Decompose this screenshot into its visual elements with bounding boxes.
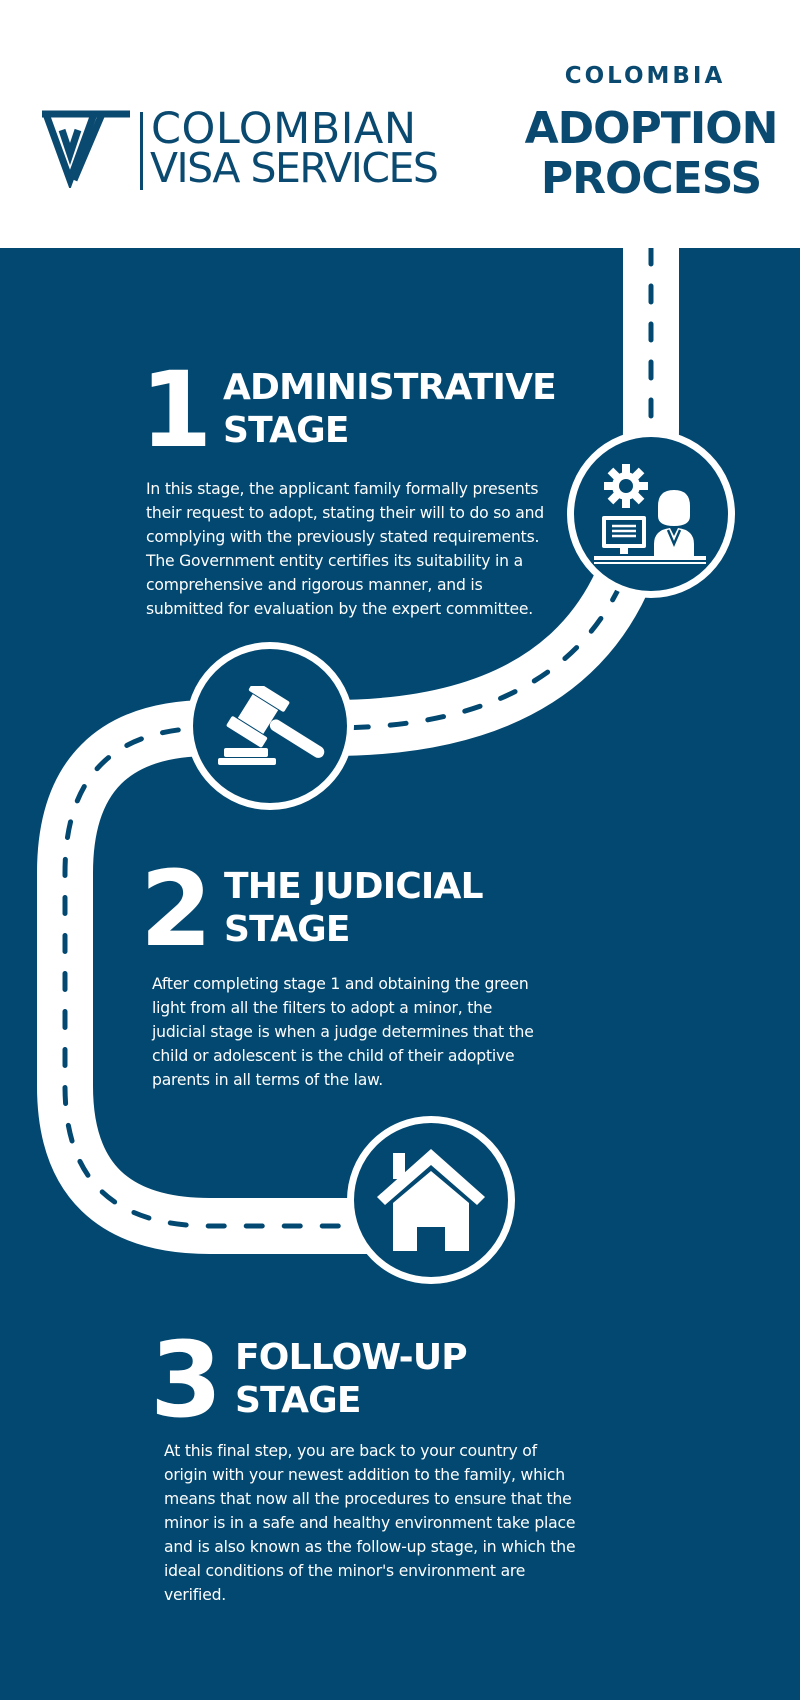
stage-1-icon-circle (567, 430, 735, 598)
stage-3-description: At this final step, you are back to your… (164, 1442, 576, 1604)
office-worker-icon (594, 464, 706, 564)
logo-wordmark-line1: COLOMBIAN (151, 104, 417, 154)
stage-2-title: THE JUDICIAL STAGE (224, 865, 484, 951)
stage-1-title-line2: STAGE (223, 410, 350, 451)
stage-1-number: 1 (140, 349, 212, 471)
stage-1-title: ADMINISTRATIVE STAGE (223, 366, 557, 452)
stage-3-number: 3 (150, 1319, 222, 1441)
stage-2-title-line2: STAGE (224, 909, 351, 950)
page-title-line2: PROCESS (540, 153, 762, 204)
gavel-icon (218, 686, 325, 765)
stage-3-title: FOLLOW-UP STAGE (235, 1336, 468, 1422)
main-content: 1 ADMINISTRATIVE STAGE In this stage, th… (0, 248, 800, 1700)
stage-3-icon-circle (347, 1116, 515, 1284)
stage-2-title-line1: THE JUDICIAL (224, 866, 484, 907)
chevron-logo-icon (42, 110, 130, 188)
logo-wordmark-line2: VISA SERVICES (150, 144, 439, 192)
stage-2-number: 2 (140, 848, 212, 970)
country-label: COLOMBIA (564, 63, 726, 89)
stage-3-title-line1: FOLLOW-UP (235, 1337, 468, 1378)
road-path (37, 248, 679, 1254)
stage-1-title-line1: ADMINISTRATIVE (223, 367, 557, 408)
logo-divider (140, 112, 143, 190)
company-logo: COLOMBIAN VISA SERVICES (40, 104, 460, 192)
page-title-line1: ADOPTION (524, 103, 779, 154)
stage-1-description: In this stage, the applicant family form… (146, 480, 545, 618)
header: COLOMBIAN VISA SERVICES COLOMBIA ADOPTIO… (0, 0, 800, 248)
stage-3-title-line2: STAGE (235, 1380, 362, 1421)
stage-2-icon-circle (186, 642, 354, 810)
house-icon (377, 1149, 485, 1251)
stage-2-description: After completing stage 1 and obtaining t… (152, 975, 534, 1089)
page-title: ADOPTION PROCESS (520, 104, 782, 204)
